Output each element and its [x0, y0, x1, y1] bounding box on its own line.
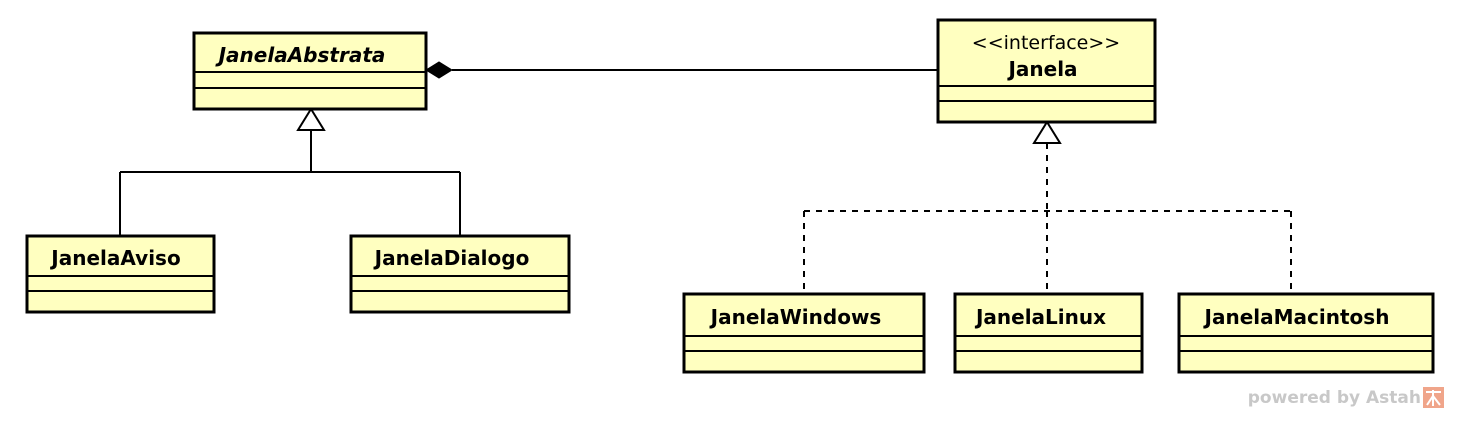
class-janelaabstrata[interactable]: JanelaAbstrata	[192, 31, 428, 111]
class-janelalinux[interactable]: JanelaLinux	[953, 292, 1144, 374]
class-janelawindows[interactable]: JanelaWindows	[682, 292, 926, 374]
class-stereotype: <<interface>>	[972, 32, 1120, 54]
composition-janelaabstrata-janela[interactable]	[425, 61, 938, 79]
astah-watermark: powered by Astah	[1248, 387, 1444, 408]
generalization-arrow-icon	[296, 107, 326, 131]
class-name: JanelaMacintosh	[1203, 305, 1390, 329]
watermark-text: powered by Astah	[1248, 388, 1421, 408]
class-name: JanelaAbstrata	[215, 43, 386, 67]
generalization-janelaabstrata[interactable]	[119, 107, 461, 236]
class-janela[interactable]: <<interface>> Janela	[936, 18, 1157, 124]
class-name: JanelaAviso	[49, 246, 180, 270]
class-name: JanelaDialogo	[373, 246, 530, 270]
realization-janela[interactable]	[803, 120, 1292, 294]
composition-diamond-icon	[425, 61, 453, 79]
class-janeladialogo[interactable]: JanelaDialogo	[349, 234, 571, 314]
realization-arrow-icon	[1032, 120, 1062, 144]
astah-logo-icon	[1423, 387, 1444, 408]
class-name: JanelaLinux	[974, 305, 1106, 329]
class-janelaaviso[interactable]: JanelaAviso	[25, 234, 216, 314]
class-janelamacintosh[interactable]: JanelaMacintosh	[1177, 292, 1435, 374]
class-name: JanelaWindows	[709, 305, 882, 329]
class-name: Janela	[1006, 57, 1077, 81]
